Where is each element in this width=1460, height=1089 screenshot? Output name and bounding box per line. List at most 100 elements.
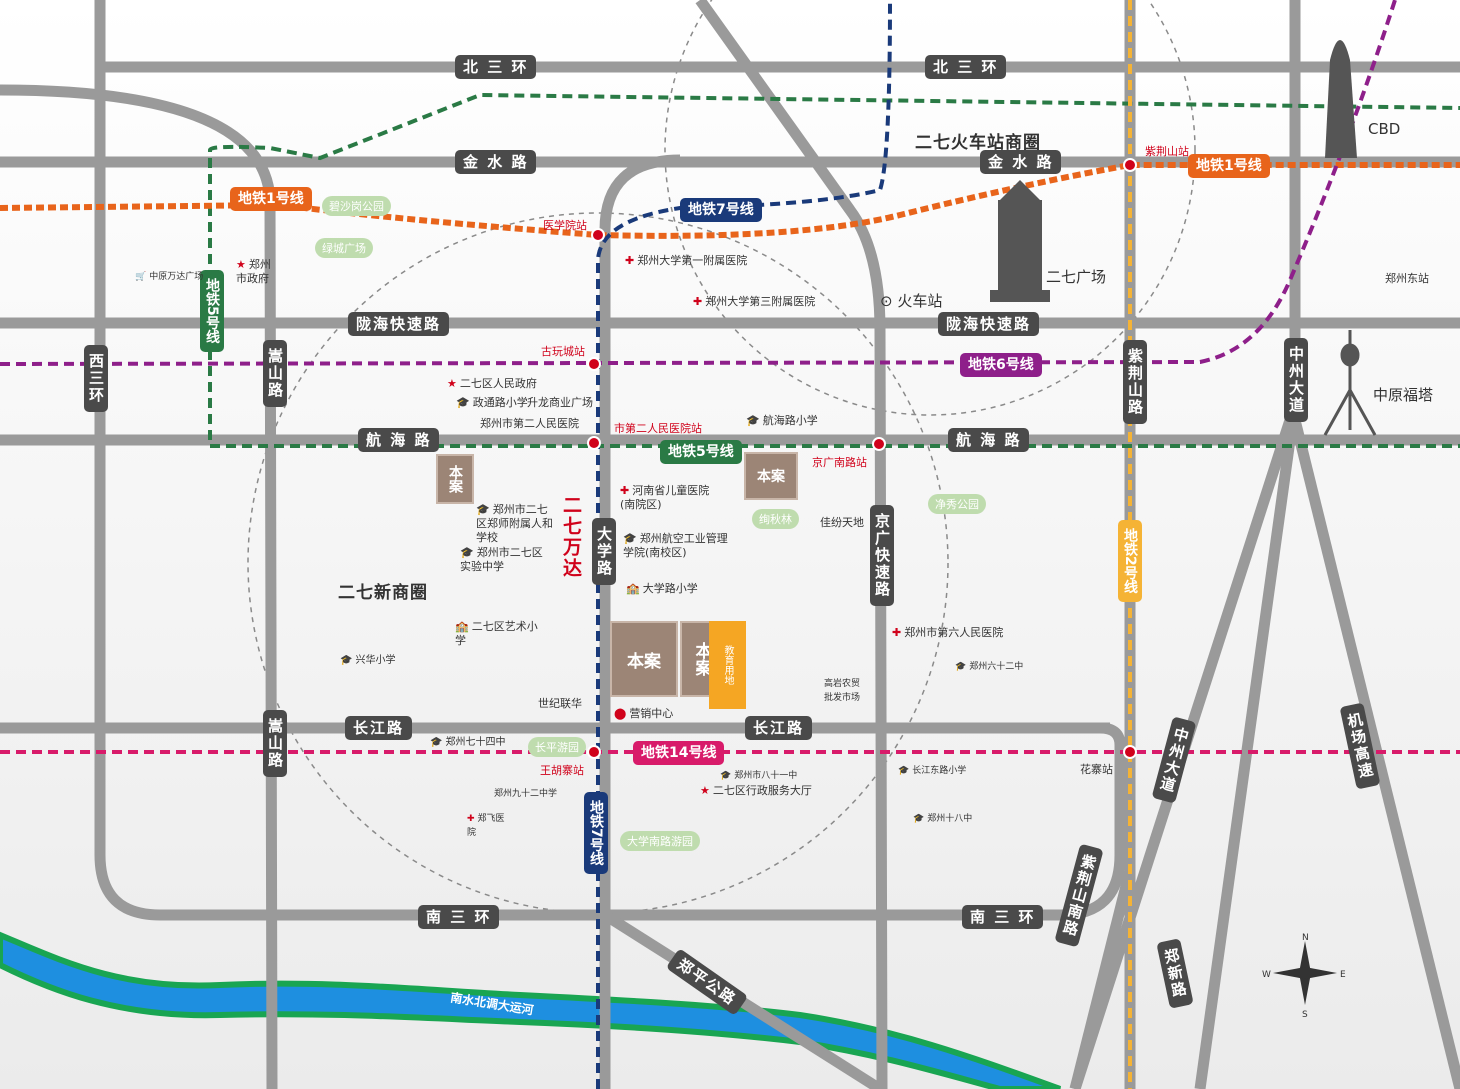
zhongyuan-tower-icon: [1323, 330, 1377, 436]
compass-s: S: [1302, 1010, 1308, 1020]
poi-sales[interactable]: ⬤营销中心: [614, 707, 674, 720]
poi-zhengtong[interactable]: 🎓政通路小学: [456, 396, 528, 409]
star-icon: ★: [700, 784, 710, 797]
poi-erqi-gov[interactable]: ★二七区人民政府: [447, 377, 537, 390]
school-icon: 🎓: [340, 655, 353, 666]
school-icon: 🎓: [430, 737, 443, 748]
road-zhongzhou-upper: 中州大道: [1284, 338, 1308, 422]
school-icon: 🎓: [460, 546, 474, 559]
hospital-icon: ✚: [892, 626, 902, 639]
station-dot[interactable]: [591, 228, 605, 242]
station-dot[interactable]: [872, 437, 886, 451]
road-jingguang: 京广快速路: [870, 505, 894, 606]
station-dot[interactable]: [1123, 158, 1137, 172]
road-hanghai-right: 航 海 路: [948, 428, 1030, 452]
poi-second-hospital[interactable]: 郑州市第二人民医院: [480, 417, 579, 430]
station-huazhai[interactable]: 花寨站: [1080, 763, 1113, 776]
poi-no18[interactable]: 🎓郑州十八中: [913, 814, 973, 824]
project-block-3[interactable]: 本案: [610, 621, 678, 697]
metro-line2-label: 地铁2号线: [1118, 520, 1142, 602]
metro-line14-label: 地铁14号线: [633, 741, 725, 765]
poi-art-school[interactable]: 🏫二七区艺术小学: [455, 620, 538, 647]
school-building-icon: 🏫: [626, 582, 640, 595]
poi-normal-school[interactable]: 🎓郑州市二七区郑师附属人和学校: [476, 503, 553, 544]
compass-e: E: [1340, 970, 1346, 980]
poi-hospital-3[interactable]: ✚郑州大学第三附属医院: [693, 295, 816, 308]
station-guwancheng[interactable]: 古玩城站: [541, 345, 585, 358]
landmark-train-station: ⊙ 火车站: [880, 292, 943, 310]
poi-hanghai-school[interactable]: 🎓航海路小学: [746, 414, 818, 427]
school-icon: 🎓: [456, 396, 470, 409]
road-changjiang-left: 长江路: [345, 716, 413, 740]
road-zijingshan: 紫荆山路: [1123, 340, 1147, 424]
poi-experimental[interactable]: 🎓郑州市二七区实验中学: [460, 546, 543, 573]
poi-jiafen[interactable]: 佳纷天地: [820, 516, 864, 529]
school-icon: 🎓: [746, 414, 760, 427]
hospital-icon: ✚: [693, 295, 703, 308]
star-icon: ★: [236, 258, 246, 271]
project-block-1[interactable]: 本案: [436, 454, 474, 504]
train-icon: ⊙: [880, 292, 898, 310]
road-changjiang-right: 长江路: [745, 716, 813, 740]
landmark-erqi-square: 二七广场: [1046, 268, 1107, 286]
poi-east-station[interactable]: 郑州东站: [1385, 272, 1429, 285]
park-lvcheng: 绿城广场: [315, 238, 373, 258]
station-jingguangnanlu[interactable]: 京广南路站: [812, 456, 867, 469]
road-south-third-ring-left: 南 三 环: [418, 905, 500, 929]
road-north-third-ring-right: 北 三 环: [925, 55, 1007, 79]
river: [0, 931, 1062, 1089]
compass-n: N: [1302, 933, 1309, 943]
metro-line6-label: 地铁6号线: [960, 353, 1042, 377]
station-zijingshan[interactable]: 紫荆山站: [1145, 145, 1189, 158]
park-changping: 长平游园: [528, 737, 586, 757]
metro-line1-label-right: 地铁1号线: [1188, 154, 1270, 178]
poi-market[interactable]: 高岩农贸批发市场: [824, 679, 861, 703]
metro-line6: [0, 0, 1397, 366]
station-dot[interactable]: [587, 357, 601, 371]
poi-no74[interactable]: 🎓郑州七十四中: [430, 737, 506, 748]
landmark-cbd: CBD: [1368, 120, 1401, 138]
station-dot[interactable]: [587, 436, 601, 450]
poi-no81[interactable]: 🎓郑州市八十一中: [720, 771, 798, 781]
poi-admin-center[interactable]: ★二七区行政服务大厅: [700, 784, 812, 797]
poi-sixth-hospital[interactable]: ✚郑州市第六人民医院: [892, 626, 1004, 639]
road-west-third-ring: 西三环: [84, 345, 108, 412]
poi-children-hospital[interactable]: ✚河南省儿童医院(南院区): [620, 484, 710, 511]
edu-land: 教育用地: [709, 621, 746, 709]
school-icon: 🎓: [898, 766, 910, 776]
road-songshan-upper: 嵩山路: [263, 340, 287, 407]
road-south-third-ring-right: 南 三 环: [962, 905, 1044, 929]
poi-wanda-mall[interactable]: 🛒中原万达广场: [135, 272, 204, 282]
station-shidierrenmin[interactable]: 市第二人民医院站: [614, 422, 702, 435]
school-icon: 🎓: [623, 532, 637, 545]
poi-hospital-1[interactable]: ✚郑州大学第一附属医院: [625, 254, 748, 267]
project-block-2[interactable]: 本案: [744, 452, 798, 500]
hospital-icon: ✚: [625, 254, 635, 267]
poi-xinghua[interactable]: 🎓兴华小学: [340, 655, 396, 666]
station-yixueyuan[interactable]: 医学院站: [543, 219, 587, 232]
poi-changjiang-east[interactable]: 🎓长江东路小学: [898, 766, 967, 776]
road-longhai-right: 陇海快速路: [938, 312, 1040, 336]
park-xiulin: 绚秋林: [752, 509, 799, 529]
poi-aviation[interactable]: 🎓郑州航空工业管理学院(南校区): [623, 532, 728, 559]
poi-no92[interactable]: 郑州九十二中学: [494, 789, 558, 799]
hospital-icon: ✚: [620, 484, 630, 497]
metro-line7: [596, 0, 892, 1089]
park-daxuenanlu: 大学南路游园: [620, 831, 700, 851]
station-wanghuzhai[interactable]: 王胡寨站: [540, 764, 584, 777]
school-icon: 🎓: [476, 503, 490, 516]
poi-daxue-school[interactable]: 🏫大学路小学: [626, 582, 698, 595]
area-erqi-train: 二七火车站商圈: [915, 133, 1041, 153]
poi-zhengfei[interactable]: ✚郑飞医院: [467, 814, 505, 838]
poi-no62[interactable]: 🎓郑州六十二中: [955, 662, 1024, 672]
cart-icon: 🛒: [135, 272, 147, 282]
metro-line7-label-upper: 地铁7号线: [680, 198, 762, 222]
metro-line7-label-lower: 地铁7号线: [584, 792, 608, 874]
poi-gov[interactable]: ★郑州市政府: [236, 258, 271, 285]
station-dot[interactable]: [587, 745, 601, 759]
poi-shenglong[interactable]: 升龙商业广场: [527, 396, 593, 409]
poi-shiji[interactable]: 世纪联华: [538, 697, 582, 710]
metro-line1-label-left: 地铁1号线: [230, 187, 312, 211]
station-dot[interactable]: [1123, 745, 1137, 759]
